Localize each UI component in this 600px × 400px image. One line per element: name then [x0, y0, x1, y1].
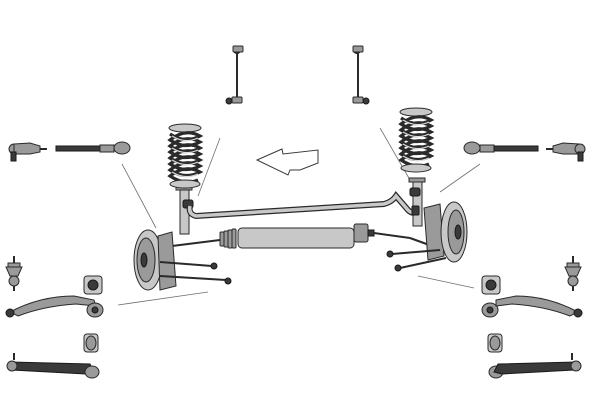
- steering-rack: [171, 223, 433, 249]
- wishbone-control-arm-right: [481, 295, 583, 318]
- control-arm-bushing-icon: [83, 275, 103, 295]
- steering-rack-icon: [171, 223, 433, 249]
- stabilizer-link-icon: [225, 45, 244, 105]
- inner-tie-rod-right: [463, 141, 539, 155]
- stabilizer-bar: [186, 191, 420, 220]
- control-arm-bushing-icon: [481, 275, 501, 295]
- strut-assembly-right: [398, 107, 435, 227]
- direction-arrow-icon: [255, 148, 319, 176]
- tie-rod-end-left: [8, 142, 47, 162]
- tie-rod-end-right: [546, 142, 586, 162]
- stabilizer-bar-icon: [186, 191, 420, 220]
- inner-tie-rod-icon: [463, 141, 539, 155]
- coil-spring-icon: [398, 107, 435, 173]
- wishbone-control-arm-icon: [5, 295, 104, 318]
- tie-rod-end-icon: [546, 142, 586, 162]
- ball-joint-icon: [564, 256, 582, 291]
- wheel-hub-left: [133, 229, 232, 291]
- control-arm-bushing-icon: [83, 333, 99, 353]
- stabilizer-link-left: [225, 45, 244, 105]
- wishbone-control-arm-icon: [481, 295, 583, 318]
- inner-tie-rod-left: [55, 141, 131, 155]
- inner-tie-rod-icon: [55, 141, 131, 155]
- wishbone-control-arm-left: [5, 295, 104, 318]
- control-arm-bushing-left-bottom: [83, 333, 99, 353]
- lower-control-arm-right: [488, 353, 582, 379]
- wheel-hub-right: [386, 201, 468, 272]
- leader-lines: [117, 127, 481, 306]
- control-arm-bushing-right-top: [481, 275, 501, 295]
- lower-control-arm-icon: [488, 353, 582, 379]
- brake-disc-icon: [133, 229, 177, 291]
- lower-control-arm-left: [6, 353, 100, 379]
- control-arm-bushing-right-bottom: [487, 333, 503, 353]
- coil-spring-icon: [167, 123, 204, 189]
- rack-boot-left: [219, 228, 237, 249]
- stabilizer-link-icon: [352, 45, 370, 105]
- control-arm-bushing-icon: [487, 333, 503, 353]
- brake-disc-icon: [423, 201, 468, 263]
- lower-control-arm-icon: [6, 353, 100, 379]
- ball-joint-right: [564, 256, 582, 291]
- tie-rod-end-icon: [8, 142, 47, 162]
- stabilizer-link-right: [352, 45, 370, 105]
- control-arm-bushing-left-top: [83, 275, 103, 295]
- ball-joint-icon: [5, 256, 23, 291]
- ball-joint-left: [5, 256, 23, 291]
